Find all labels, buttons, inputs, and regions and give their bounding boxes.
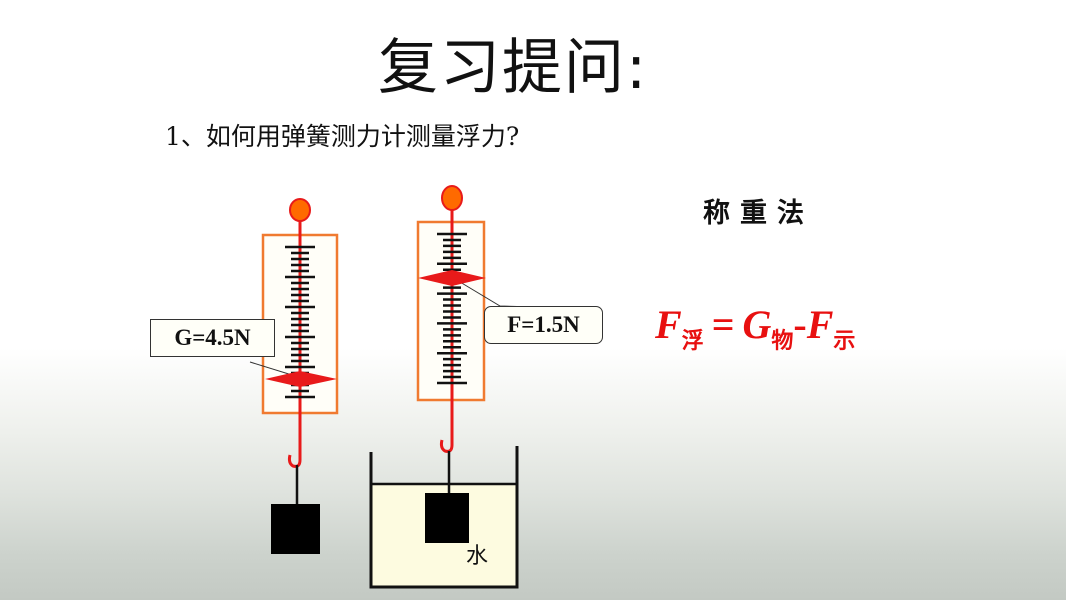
hook-icon (439, 435, 454, 453)
spring-scale-air (249, 198, 339, 554)
formula-minus: - (793, 302, 807, 347)
scale-ticks (285, 245, 315, 399)
formula-g-sub: 物 (771, 329, 794, 354)
formula-f2: F (806, 302, 834, 347)
question-text: 1、如何用弹簧测力计测量浮力? (165, 122, 520, 151)
slide-title: 复习提问: (378, 33, 649, 103)
ring-icon (441, 185, 463, 211)
pointer-icon (418, 270, 486, 286)
formula-f: F (655, 302, 682, 347)
weight-reading-label: G=4.5N (150, 319, 275, 357)
formula-g: G (742, 302, 772, 347)
hook-icon (287, 450, 302, 468)
beaker (369, 446, 519, 589)
buoyancy-formula: F浮=G物-F示 (655, 300, 855, 367)
weight-block (425, 493, 469, 543)
formula-f2-sub: 示 (833, 329, 856, 354)
weight-block (271, 504, 320, 554)
spring-scale-water (369, 185, 536, 589)
pointer-icon (265, 371, 337, 387)
reading-in-water-label: F=1.5N (484, 306, 603, 344)
ring-icon (289, 198, 311, 222)
formula-f-sub: 浮 (681, 329, 704, 354)
leader-line (249, 361, 293, 376)
method-heading: 称重法 (703, 198, 814, 229)
formula-eq: = (711, 302, 735, 347)
water-label: 水 (466, 544, 489, 569)
